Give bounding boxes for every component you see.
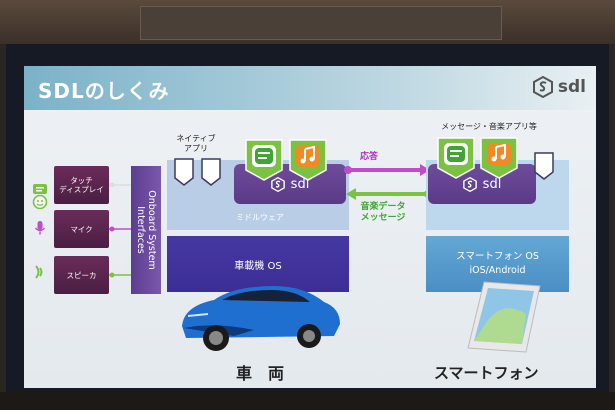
music-data-arrow-label: 音楽データ メッセージ xyxy=(360,202,406,223)
presentation-slide: SDLのしくみ sdl タッチ ディスプレイ マイク スピーカ xyxy=(24,66,596,388)
vehicle-os-label: 車載機 OS xyxy=(234,260,282,272)
native-app-flag-2 xyxy=(201,158,221,186)
slide-title-bar: SDLのしくみ sdl xyxy=(24,66,596,110)
middleware-label: ミドルウェア xyxy=(236,213,284,222)
smartphone-label: スマートフォン xyxy=(434,364,539,382)
microphone-icon xyxy=(34,221,46,235)
response-arrow-label: 応答 xyxy=(360,152,379,162)
onboard-interfaces-label: Onboard System Interfaces xyxy=(135,190,157,270)
messaging-music-apps-label: メッセージ・音楽アプリ等 xyxy=(441,122,537,131)
device-connectors xyxy=(109,182,131,278)
sdl-hex-icon xyxy=(270,176,285,192)
phone-message-app-badge xyxy=(437,137,475,179)
message-app-badge xyxy=(245,139,283,181)
device-touch-display: タッチ ディスプレイ xyxy=(54,166,109,204)
phone-native-app-flag xyxy=(534,152,554,180)
vehicle-os-block: 車載機 OS xyxy=(167,236,349,292)
native-apps-label: ネイティブ アプリ xyxy=(176,134,216,153)
phone-music-app-badge xyxy=(480,137,518,179)
car-image xyxy=(182,286,340,351)
smartphone-image xyxy=(467,281,541,353)
floor-edge xyxy=(0,392,615,410)
sound-wave-icon xyxy=(35,265,43,279)
sdl-logo-text: sdl xyxy=(557,77,586,97)
touch-display-icon xyxy=(33,184,47,194)
phone-os-label: スマートフォン OS xyxy=(456,251,539,262)
slide-title: SDLのしくみ xyxy=(38,79,170,103)
vehicle-sdl-label: sdl xyxy=(290,176,310,192)
phone-os-platforms: iOS/Android xyxy=(469,265,526,276)
sdl-logo: sdl xyxy=(532,76,586,98)
onboard-system-interfaces: Onboard System Interfaces xyxy=(131,166,161,294)
music-app-badge xyxy=(289,139,327,181)
device-microphone: マイク xyxy=(54,210,109,248)
vehicle-label: 車 両 xyxy=(236,364,285,383)
smiley-icon xyxy=(32,194,48,210)
sdl-hex-icon xyxy=(462,176,477,192)
phone-sdl-label: sdl xyxy=(482,176,502,192)
wall-panel xyxy=(140,6,502,40)
sdl-hex-icon xyxy=(532,76,553,98)
data-flow-arrows xyxy=(344,164,432,200)
native-app-flag-1 xyxy=(174,158,194,186)
device-speaker: スピーカ xyxy=(54,256,109,294)
